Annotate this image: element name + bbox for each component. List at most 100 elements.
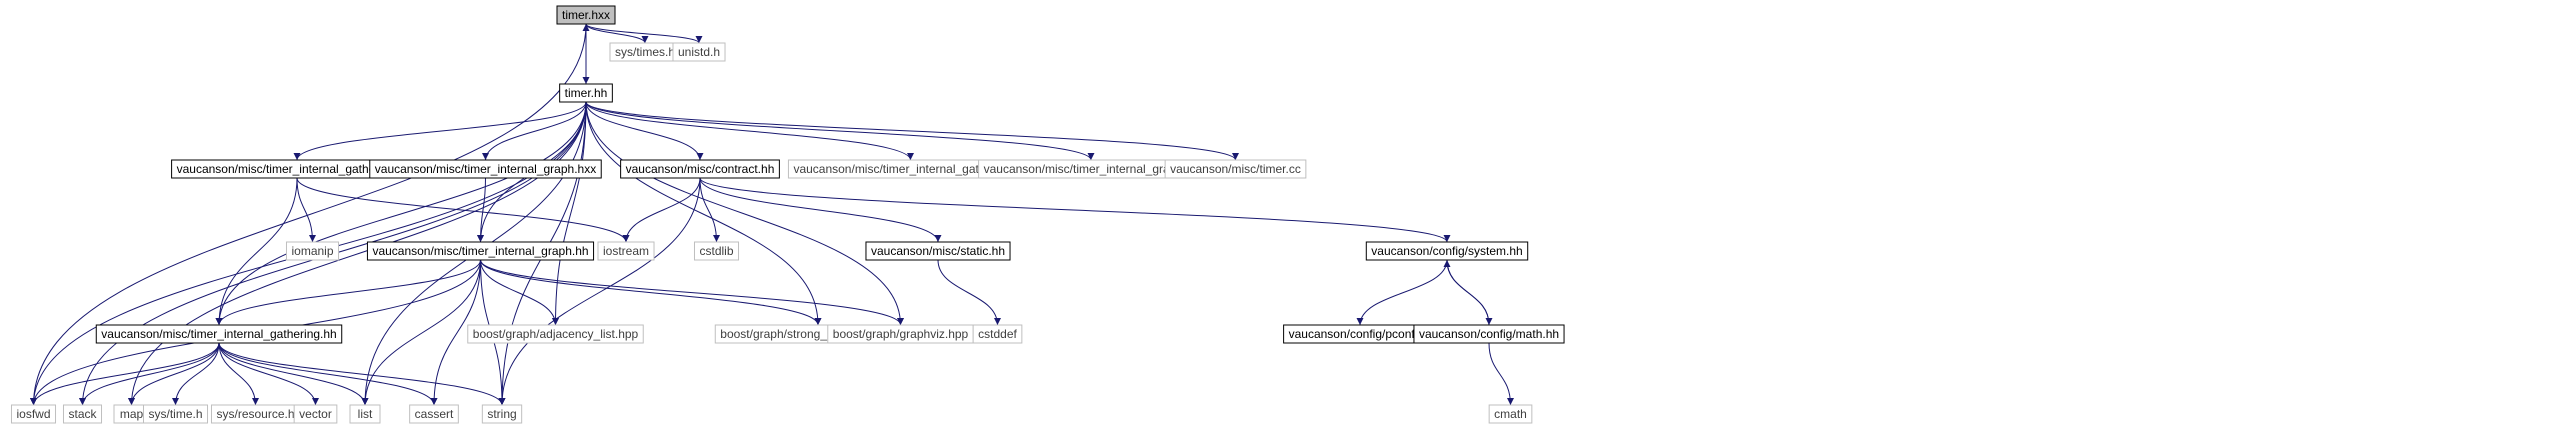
node-label: vaucanson/misc/timer_internal_gathering.…: [793, 162, 1027, 176]
node-label: stack: [68, 407, 97, 421]
edge-math_hh-to-cmath: [1488, 342, 1514, 406]
node-label: sys/resource.h: [216, 407, 294, 421]
node-tig-hxx[interactable]: vaucanson/misc/timer_internal_gathering.…: [171, 159, 423, 179]
edge-math_hh-to-system_hh: [1443, 259, 1490, 326]
edge-tigr_hh-to-cassert: [430, 259, 481, 406]
node-label: sys/times.h: [615, 45, 675, 59]
node-cstddef: cstddef: [972, 324, 1023, 344]
node-cstdlib: cstdlib: [693, 241, 740, 261]
node-cmath: cmath: [1488, 404, 1533, 424]
node-box: [285, 241, 340, 261]
node-timer-hxx[interactable]: timer.hxx: [556, 5, 616, 25]
edge-timer_hxx-to-sys_times_h: [585, 23, 649, 44]
node-box: [293, 404, 338, 424]
node-label: boost/graph/graphviz.hpp: [833, 327, 969, 341]
node-map: map: [113, 404, 150, 424]
node-sys-time-h: sys/time.h: [142, 404, 209, 424]
node-timer-hh[interactable]: timer.hh: [559, 83, 613, 103]
node-label: vaucanson/config/pconf.hh: [1289, 327, 1432, 341]
edge-tigr_hh-to-strong: [480, 259, 822, 326]
edge-tig_hh-to-vector: [218, 342, 319, 406]
node-iomanip: iomanip: [285, 241, 340, 261]
edge-tig_hh-to-sys_time_h: [172, 342, 220, 406]
edge-tig_hxx-to-iostream: [296, 177, 630, 243]
edge-timer_hh-to-tigr_hxx: [482, 101, 587, 161]
node-label: vaucanson/misc/static.hh: [871, 244, 1005, 258]
edge-timer_hh-to-strong: [585, 101, 822, 326]
node-box: [95, 324, 343, 344]
node-label: vaucanson/misc/timer_internal_graph.hxx: [375, 162, 596, 176]
node-tigr-hh[interactable]: vaucanson/misc/timer_internal_graph.hh: [366, 241, 595, 261]
node-tigr-hxx[interactable]: vaucanson/misc/timer_internal_graph.hxx: [369, 159, 602, 179]
node-box: [481, 404, 523, 424]
node-box: [349, 404, 381, 424]
edge-timer_hxx-to-iosfwd: [30, 23, 587, 406]
node-system-hh[interactable]: vaucanson/config/system.hh: [1365, 241, 1529, 261]
node-stack: stack: [62, 404, 103, 424]
edge-tig_hxx-to-tig_hh: [215, 177, 298, 326]
node-sys-resource-h: sys/resource.h: [210, 404, 301, 424]
node-box: [1365, 241, 1529, 261]
node-label: vaucanson/misc/timer_internal_gathering.…: [101, 327, 336, 341]
node-label: sys/time.h: [148, 407, 202, 421]
node-sys-times-h: sys/times.h: [609, 42, 681, 62]
node-label: iomanip: [291, 244, 333, 258]
node-label: vaucanson/misc/timer.cc: [1170, 162, 1301, 176]
node-box: [1488, 404, 1533, 424]
edge-tig_hh-to-map: [128, 342, 220, 406]
edge-timer_hh-to-tig_cc: [585, 101, 914, 161]
node-box: [556, 5, 616, 25]
edge-timer_hh-to-tigr_cc: [585, 101, 1095, 161]
edge-contract_hh-to-cstdlib: [699, 177, 720, 243]
node-label: vaucanson/config/math.hh: [1419, 327, 1559, 341]
node-box: [467, 324, 644, 344]
node-tig-cc: vaucanson/misc/timer_internal_gathering.…: [787, 159, 1034, 179]
node-box: [865, 241, 1011, 261]
node-label: vaucanson/misc/timer_internal_gathering.…: [177, 162, 418, 176]
node-contract-hh[interactable]: vaucanson/misc/contract.hh: [620, 159, 780, 179]
node-box: [62, 404, 103, 424]
node-box: [620, 159, 780, 179]
node-label: cstddef: [978, 327, 1017, 341]
edge-timer_hh-to-timer_cc: [585, 101, 1239, 161]
node-label: vaucanson/misc/timer_internal_graph.cc: [984, 162, 1199, 176]
node-cassert: cassert: [409, 404, 459, 424]
node-box: [972, 324, 1023, 344]
node-math-hh[interactable]: vaucanson/config/math.hh: [1413, 324, 1565, 344]
edge-timer_hh-to-tig_hxx: [293, 101, 587, 161]
edge-contract_hh-to-system_hh: [699, 177, 1451, 243]
node-label: vector: [299, 407, 332, 421]
node-box: [559, 83, 613, 103]
edge-tig_hh-to-list: [218, 342, 369, 406]
node-label: vaucanson/misc/timer_internal_graph.hh: [372, 244, 588, 258]
edge-tigr_hh-to-tig_hh: [215, 259, 481, 326]
node-label: cstdlib: [699, 244, 733, 258]
edge-tigr_hh-to-adjacency: [480, 259, 559, 326]
node-label: boost/graph/adjacency_list.hpp: [473, 327, 639, 341]
edge-contract_hh-to-static_hh: [699, 177, 942, 243]
edge-tigr_hxx-to-tigr_hh: [477, 177, 486, 243]
edge-contract_hh-to-string: [498, 177, 701, 406]
node-string: string: [481, 404, 523, 424]
node-box: [142, 404, 209, 424]
edge-timer_hh-to-tig_hh: [215, 101, 587, 326]
edge-tig_hh-to-iosfwd: [30, 342, 220, 406]
node-box: [369, 159, 602, 179]
edge-tig_hh-to-cassert: [218, 342, 438, 406]
node-list: list: [349, 404, 381, 424]
node-unistd-h: unistd.h: [672, 42, 726, 62]
edge-timer_hh-to-map: [128, 101, 587, 406]
node-box: [597, 241, 655, 261]
edge-tig_hh-to-stack: [79, 342, 220, 406]
node-label: timer.hh: [565, 86, 608, 100]
node-iostream: iostream: [597, 241, 655, 261]
node-tig-hh[interactable]: vaucanson/misc/timer_internal_gathering.…: [95, 324, 343, 344]
node-box: [10, 404, 57, 424]
node-label: vaucanson/misc/contract.hh: [626, 162, 775, 176]
node-box: [366, 241, 595, 261]
node-static-hh[interactable]: vaucanson/misc/static.hh: [865, 241, 1011, 261]
edge-static_hh-to-cstddef: [937, 259, 1001, 326]
node-label: iosfwd: [16, 407, 50, 421]
node-timer-cc: vaucanson/misc/timer.cc: [1164, 159, 1307, 179]
node-iosfwd: iosfwd: [10, 404, 57, 424]
